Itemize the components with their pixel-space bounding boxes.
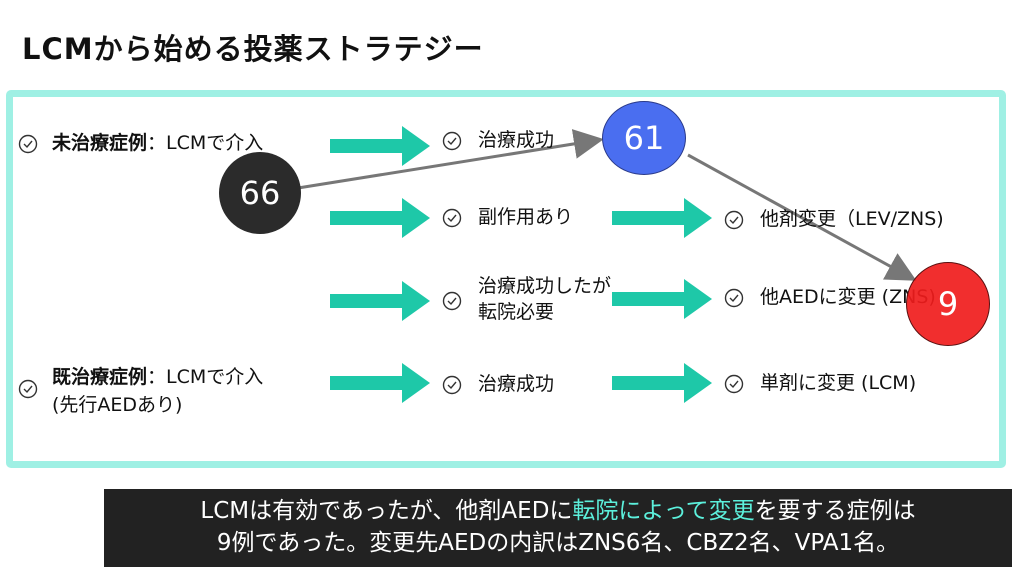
check-circle-icon <box>442 131 462 151</box>
check-circle-icon <box>724 374 744 394</box>
caption-line1: LCMは有効であったが、他剤AEDに転院によって変更を要する症例は <box>104 495 1012 527</box>
check-circle-icon <box>442 375 462 395</box>
outcome-success: 治療成功 <box>478 129 555 151</box>
arrow-side-effect <box>330 198 430 238</box>
caption-line1-a: LCMは有効であったが、他剤AEDに <box>200 498 573 524</box>
count-success-circle: 61 <box>602 101 686 175</box>
connector-success-to-switched <box>687 153 917 281</box>
count-total-circle: 66 <box>219 152 301 234</box>
caption-line1-b: を要する症例は <box>754 498 916 524</box>
outcome-transfer-line2: 転院必要 <box>478 301 555 323</box>
untreated-case-rest: ：LCMで介入 <box>147 132 264 154</box>
result-switch: 他剤変更（LEV/ZNS) <box>760 208 944 230</box>
result-mono: 単剤に変更 (LCM) <box>760 372 917 394</box>
arrow-aed-change <box>612 279 712 319</box>
treated-case-label: 既治療症例：LCMで介入 <box>52 365 263 389</box>
arrow-untreated-success <box>330 126 430 166</box>
result-aed-change: 他AEDに変更 (ZNS) <box>760 286 936 308</box>
treated-case-line2: (先行AEDあり) <box>52 394 183 416</box>
arrow-switch <box>612 198 712 238</box>
caption-highlight: 転院によって変更 <box>572 498 755 524</box>
arrow-treated-success <box>330 363 430 403</box>
connector-total-to-success <box>297 129 604 190</box>
summary-caption: LCMは有効であったが、他剤AEDに転院によって変更を要する症例は 9例であった… <box>104 489 1012 567</box>
check-circle-icon <box>442 291 462 311</box>
outcome-transfer-line1: 治療成功したが <box>478 275 612 297</box>
check-circle-icon <box>18 134 38 154</box>
outcome-success-treated: 治療成功 <box>478 373 555 395</box>
check-circle-icon <box>18 379 38 399</box>
untreated-case-label: 未治療症例：LCMで介入 <box>52 131 263 155</box>
arrow-transfer <box>330 281 430 321</box>
count-switched-circle: 9 <box>906 262 990 346</box>
strategy-panel <box>6 90 1006 468</box>
check-circle-icon <box>724 288 744 308</box>
check-circle-icon <box>724 210 744 230</box>
treated-case-bold: 既治療症例 <box>52 366 148 388</box>
slide-title: LCMから始める投薬ストラテジー <box>22 32 484 66</box>
outcome-side-effect: 副作用あり <box>478 206 574 228</box>
check-circle-icon <box>442 208 462 228</box>
caption-line2: 9例であった。変更先AEDの内訳はZNS6名、CBZ2名、VPA1名。 <box>216 530 900 556</box>
untreated-case-bold: 未治療症例 <box>52 132 148 154</box>
treated-case-rest: ：LCMで介入 <box>147 366 264 388</box>
arrow-mono <box>612 363 712 403</box>
